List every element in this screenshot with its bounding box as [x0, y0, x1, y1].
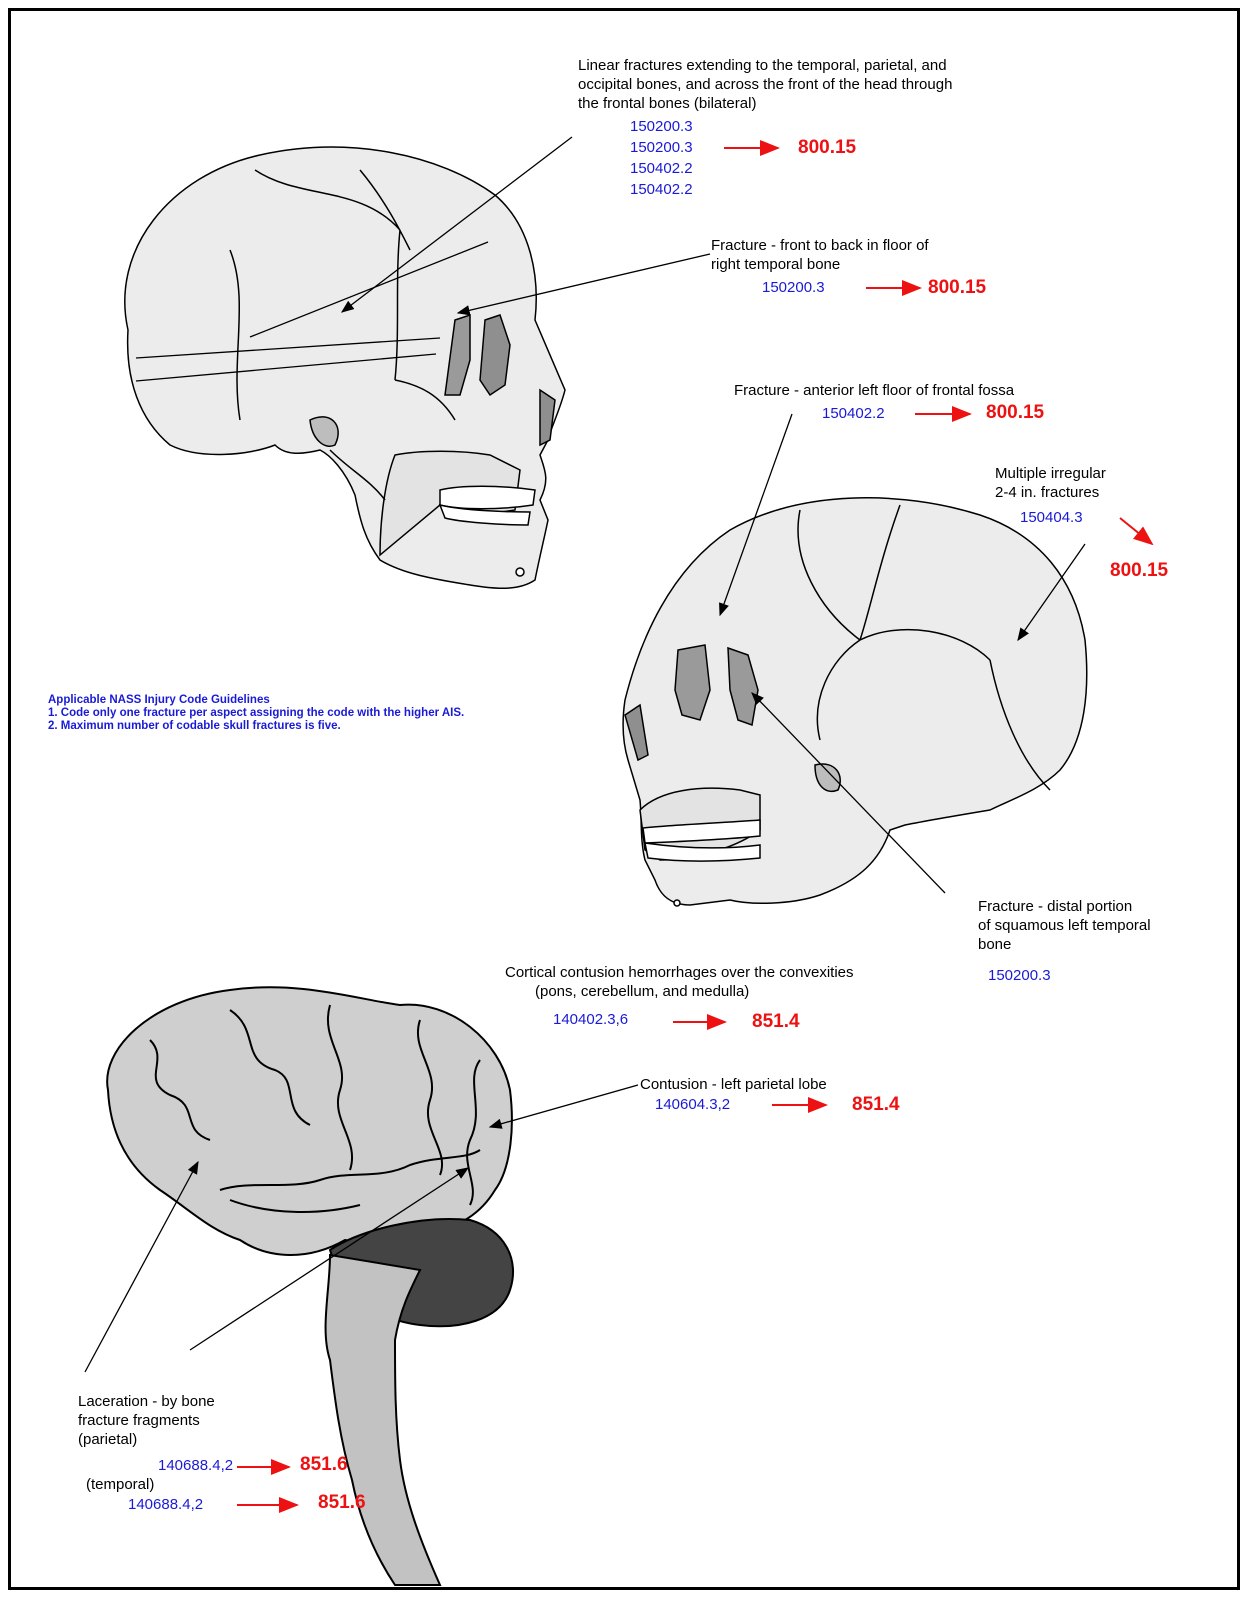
- linear-code-1: 150200.3: [630, 117, 693, 137]
- laceration-icd-parietal: 851.6: [300, 1455, 348, 1475]
- parietal-lobe-label: Contusion - left parietal lobe: [640, 1075, 827, 1094]
- floor-temporal-code: 150200.3: [762, 278, 825, 298]
- guidelines-title: Applicable NASS Injury Code Guidelines: [48, 694, 464, 707]
- cortical-contusion-sub: (pons, cerebellum, and medulla): [535, 982, 749, 1001]
- multiple-icd: 800.15: [1110, 561, 1168, 581]
- linear-code-3: 150402.2: [630, 159, 693, 179]
- cortical-icd: 851.4: [752, 1012, 800, 1032]
- laceration-temporal-sub: (temporal): [86, 1475, 154, 1494]
- nass-guidelines: Applicable NASS Injury Code Guidelines 1…: [48, 694, 464, 733]
- linear-fracture-label: Linear fractures extending to the tempor…: [578, 56, 952, 113]
- linear-code-2: 150200.3: [630, 138, 693, 158]
- linear-icd: 800.15: [798, 138, 856, 158]
- skull-oblique-left: [623, 498, 1087, 906]
- laceration-code-parietal: 140688.4,2: [158, 1456, 233, 1476]
- cortical-code: 140402.3,6: [553, 1010, 628, 1030]
- parietal-lobe-code: 140604.3,2: [655, 1095, 730, 1115]
- floor-temporal-label: Fracture - front to back in floor of rig…: [711, 236, 929, 274]
- squamous-fracture-label: Fracture - distal portion of squamous le…: [978, 897, 1151, 954]
- guideline-item: 1. Code only one fracture per aspect ass…: [48, 707, 464, 720]
- frontal-fossa-icd: 800.15: [986, 403, 1044, 423]
- skull-lateral-right: [125, 147, 565, 588]
- laceration-icd-temporal: 851.6: [318, 1493, 366, 1513]
- squamous-code: 150200.3: [988, 966, 1051, 986]
- multiple-fracture-label: Multiple irregular 2-4 in. fractures: [995, 464, 1106, 502]
- parietal-lobe-icd: 851.4: [852, 1095, 900, 1115]
- multiple-code: 150404.3: [1020, 508, 1083, 528]
- cortical-contusion-label: Cortical contusion hemorrhages over the …: [505, 963, 854, 982]
- linear-code-4: 150402.2: [630, 180, 693, 200]
- frontal-fossa-label: Fracture - anterior left floor of fronta…: [734, 381, 1014, 400]
- floor-temporal-icd: 800.15: [928, 278, 986, 298]
- guideline-item: 2. Maximum number of codable skull fract…: [48, 720, 464, 733]
- laceration-code-temporal: 140688.4,2: [128, 1495, 203, 1515]
- pointer-laceration-parietal: [85, 1162, 198, 1372]
- frontal-fossa-code: 150402.2: [822, 404, 885, 424]
- laceration-label: Laceration - by bone fracture fragments …: [78, 1392, 215, 1449]
